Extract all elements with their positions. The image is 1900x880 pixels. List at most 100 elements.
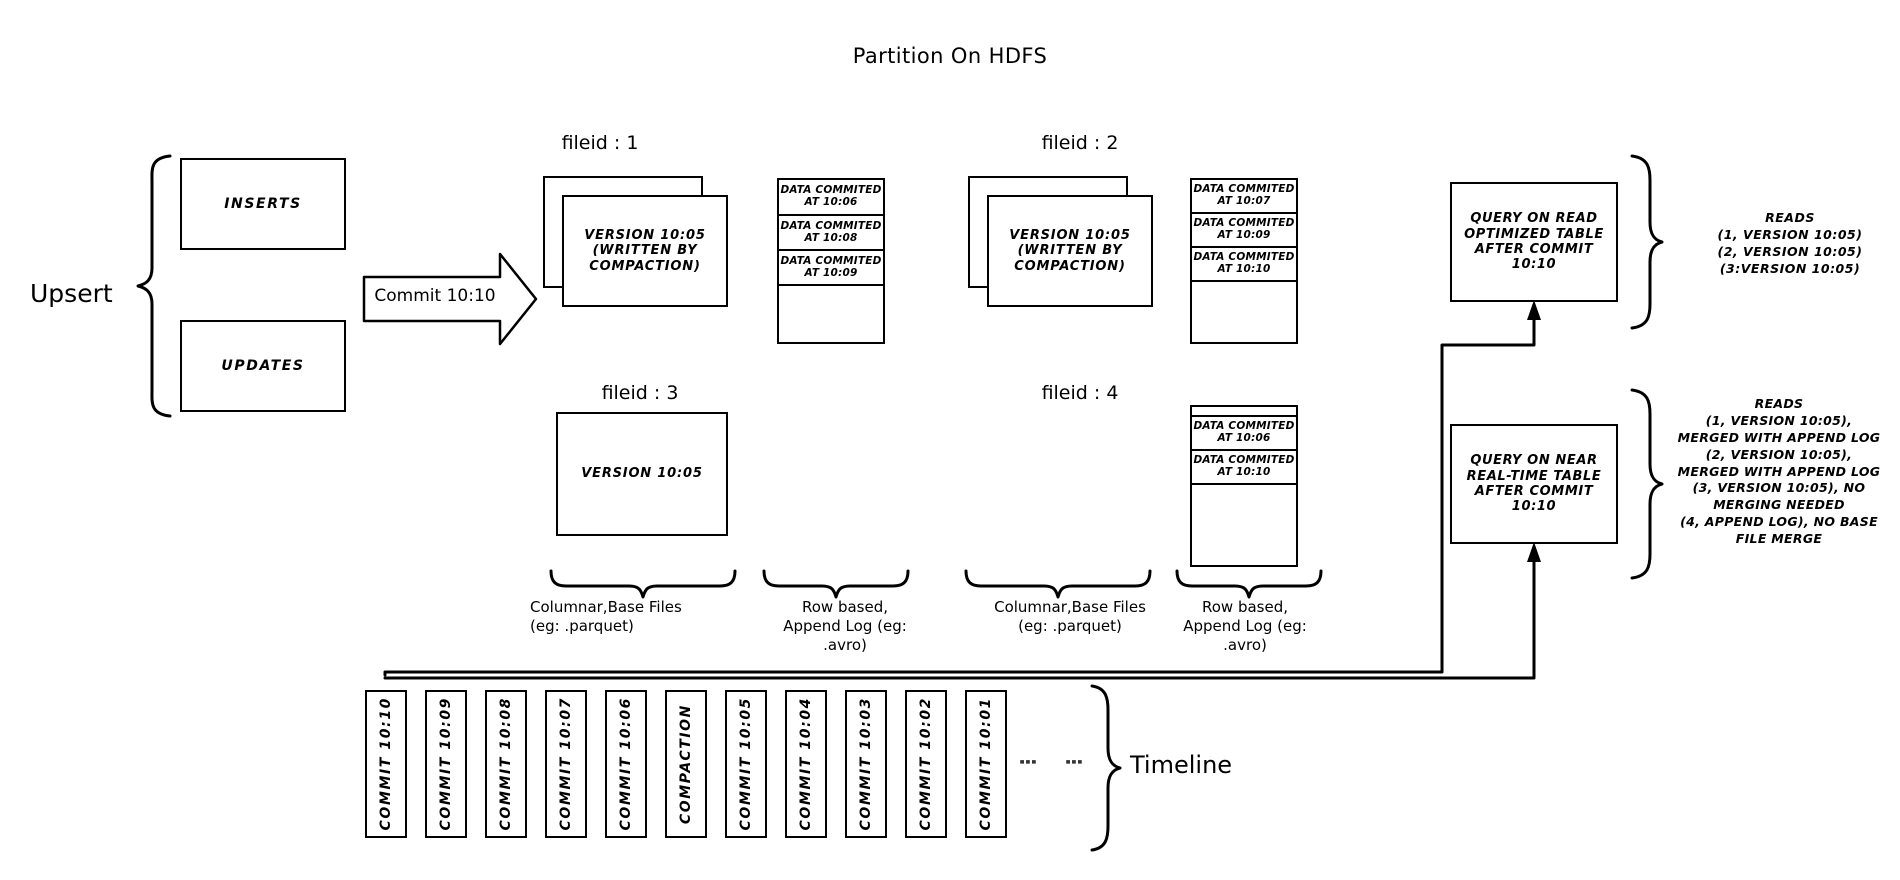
log-segment: DATA COMMITED AT 10:09	[1192, 214, 1296, 248]
caption-rowbased-1: Row based, Append Log (eg: .avro)	[755, 598, 935, 654]
brace-rowbased-2-icon	[1175, 569, 1323, 599]
caption-columnar-1-line-1: Columnar,Base Files	[530, 598, 682, 616]
log-segment-line-2: AT 10:06	[1217, 432, 1271, 444]
timeline-label: Timeline	[1130, 751, 1233, 779]
log-segment-line-1: DATA COMMITED	[1193, 183, 1295, 196]
caption-columnar-2-line-2: (eg: .parquet)	[1018, 616, 1122, 635]
reads-nrt-line: (3, VERSION 10:05), NO	[1692, 480, 1866, 496]
fileid-3-base-line-1: VERSION 10:05	[581, 466, 703, 482]
caption-columnar-2: Columnar,Base Files (eg: .parquet)	[955, 598, 1185, 636]
timeline-chip[interactable]: COMMIT 10:01	[965, 690, 1007, 838]
query-read-optimized-box[interactable]: QUERY ON READ OPTIMIZED TABLE AFTER COMM…	[1450, 182, 1618, 302]
page-title: Partition On HDFS	[852, 44, 1048, 68]
timeline-chip[interactable]: COMMIT 10:07	[545, 690, 587, 838]
caption-rowbased-2: Row based, Append Log (eg: .avro)	[1155, 598, 1335, 654]
log-top-gap	[1192, 407, 1296, 417]
timeline-chip[interactable]: COMMIT 10:09	[425, 690, 467, 838]
log-segment-line-2: AT 10:10	[1217, 263, 1271, 275]
caption-rowbased-1-line-3: .avro)	[823, 635, 867, 654]
upsert-label: Upsert	[30, 279, 113, 308]
reads-nrt-line: MERGING NEEDED	[1713, 497, 1845, 513]
timeline-chip[interactable]: COMPACTION	[665, 690, 707, 838]
caption-rowbased-1-line-1: Row based,	[801, 598, 888, 616]
reads-nrt-heading: READS	[1754, 396, 1804, 411]
fileid-1-append-log[interactable]: DATA COMMITED AT 10:06 DATA COMMITED AT …	[777, 178, 885, 344]
timeline-chip[interactable]: COMMIT 10:05	[725, 690, 767, 838]
log-segment-line-2: AT 10:10	[1217, 466, 1271, 478]
timeline-chip-label: COMMIT 10:09	[438, 697, 454, 831]
log-empty-space	[779, 286, 883, 342]
fileid-1-base-line-1: VERSION 10:05	[584, 228, 706, 243]
timeline-chip-label: COMMIT 10:06	[618, 697, 634, 831]
reads-read-optimized: READS (1, VERSION 10:05) (2, VERSION 10:…	[1670, 210, 1900, 278]
timeline-chip-label: COMMIT 10:04	[798, 697, 814, 831]
fileid-2-base-line-2: (WRITTEN BY	[1017, 243, 1123, 259]
fileid-3-header: fileid : 3	[601, 382, 679, 404]
reads-nrt-line: MERGED WITH APPEND LOG	[1677, 463, 1881, 479]
fileid-1-base-line-3: COMPACTION)	[589, 258, 701, 274]
timeline-chip-label: COMMIT 10:03	[858, 697, 874, 831]
caption-rowbased-2-line-1: Row based,	[1201, 598, 1288, 616]
reads-near-realtime: READS (1, VERSION 10:05), MERGED WITH AP…	[1655, 396, 1900, 548]
fileid-2-base-line-3: COMPACTION)	[1014, 258, 1126, 274]
brace-columnar-1-icon	[549, 569, 737, 599]
query-ro-line-2: OPTIMIZED TABLE	[1464, 226, 1604, 242]
log-empty-space	[1192, 282, 1296, 342]
timeline-chip[interactable]: COMMIT 10:02	[905, 690, 947, 838]
query-ro-line-4: 10:10	[1511, 257, 1557, 273]
query-nrt-line-1: QUERY ON NEAR	[1470, 453, 1598, 469]
timeline-chip-label: COMMIT 10:02	[918, 697, 934, 831]
fileid-2-base-line-1: VERSION 10:05	[1009, 228, 1131, 243]
log-segment-line-2: AT 10:08	[804, 231, 858, 244]
fileid-2-append-log[interactable]: DATA COMMITED AT 10:07 DATA COMMITED AT …	[1190, 178, 1298, 344]
timeline-chip[interactable]: COMMIT 10:06	[605, 690, 647, 838]
fileid-1-header: fileid : 1	[561, 132, 639, 154]
query-nrt-line-2: REAL-TIME TABLE	[1466, 468, 1602, 484]
query-ro-line-1: QUERY ON READ	[1470, 211, 1598, 227]
reads-nrt-line: (2, VERSION 10:05),	[1705, 446, 1853, 462]
timeline-brace-icon	[1090, 684, 1122, 852]
timeline-ellipsis-1: ⋮	[1016, 752, 1040, 774]
log-segment-line-2: AT 10:06	[804, 196, 858, 208]
caption-rowbased-2-line-2: Append Log (eg:	[1183, 616, 1307, 635]
fileid-1-base-line-2: (WRITTEN BY	[592, 243, 698, 259]
caption-columnar-2-line-1: Columnar,Base Files	[994, 598, 1146, 616]
caption-columnar-1-line-2: (eg: .parquet)	[530, 616, 634, 635]
fileid-4-header: fileid : 4	[1041, 382, 1119, 404]
fileid-2-base-file[interactable]: VERSION 10:05 (WRITTEN BY COMPACTION)	[987, 195, 1153, 307]
reads-ro-line: (1, VERSION 10:05)	[1717, 226, 1863, 242]
log-segment: DATA COMMITED AT 10:06	[1192, 417, 1296, 451]
fileid-4-append-log[interactable]: DATA COMMITED AT 10:06 DATA COMMITED AT …	[1190, 405, 1298, 567]
log-segment: DATA COMMITED AT 10:08	[779, 216, 883, 251]
caption-rowbased-1-line-2: Append Log (eg:	[783, 616, 907, 635]
log-segment-line-1: DATA COMMITED	[780, 254, 882, 267]
log-segment: DATA COMMITED AT 10:10	[1192, 248, 1296, 282]
fileid-1-base-file[interactable]: VERSION 10:05 (WRITTEN BY COMPACTION)	[562, 195, 728, 307]
arrowhead-read-optimized	[1527, 300, 1541, 320]
timeline-ellipsis-2: ⋮	[1062, 752, 1086, 774]
reads-ro-line: (2, VERSION 10:05)	[1717, 243, 1863, 259]
log-segment-line-2: AT 10:09	[1217, 229, 1271, 241]
fileid-3-base-file[interactable]: VERSION 10:05	[556, 412, 728, 536]
timeline-chip[interactable]: COMMIT 10:08	[485, 690, 527, 838]
log-segment: DATA COMMITED AT 10:06	[779, 180, 883, 216]
timeline-chip[interactable]: COMMIT 10:10	[365, 690, 407, 838]
inserts-box[interactable]: INSERTS	[180, 158, 346, 250]
log-segment-line-2: AT 10:07	[1217, 195, 1271, 207]
timeline-chip[interactable]: COMMIT 10:03	[845, 690, 887, 838]
timeline-chip[interactable]: COMMIT 10:04	[785, 690, 827, 838]
timeline-chip-label: COMMIT 10:10	[378, 697, 394, 831]
reads-nrt-line: FILE MERGE	[1735, 531, 1823, 546]
updates-box[interactable]: UPDATES	[180, 320, 346, 412]
query-nrt-line-3: AFTER COMMIT	[1474, 484, 1594, 499]
reads-nrt-line: (4, APPEND LOG), NO BASE	[1680, 514, 1878, 530]
query-near-realtime-box[interactable]: QUERY ON NEAR REAL-TIME TABLE AFTER COMM…	[1450, 424, 1618, 544]
timeline-chip-label: COMMIT 10:05	[738, 697, 754, 831]
query-ro-line-3: AFTER COMMIT	[1474, 242, 1594, 257]
reads-nrt-line: (1, VERSION 10:05),	[1705, 412, 1853, 428]
timeline-chip-label: COMMIT 10:07	[558, 697, 574, 831]
brace-columnar-2-icon	[964, 569, 1152, 599]
log-segment-line-2: AT 10:09	[804, 266, 858, 279]
brace-rowbased-1-icon	[762, 569, 910, 599]
timeline-chip-label: COMMIT 10:08	[498, 697, 514, 831]
